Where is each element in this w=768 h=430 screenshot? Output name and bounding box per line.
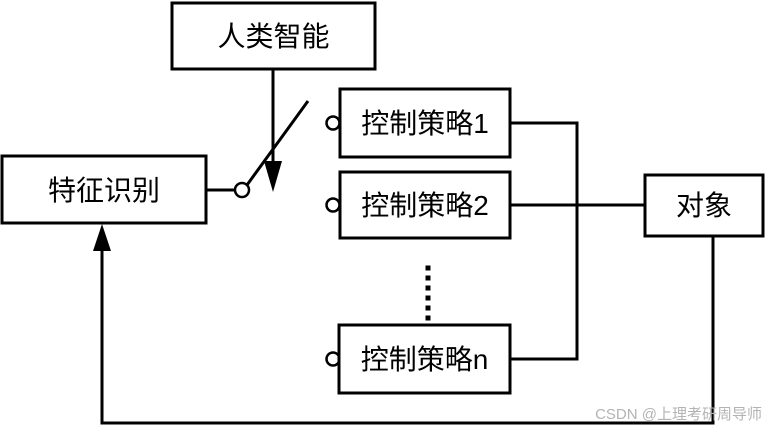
node-object-label: 对象 [676,190,732,221]
node-strategy-1-label: 控制策略1 [361,108,489,139]
node-human-intelligence-box [170,1,377,71]
node-strategy-2-label: 控制策略2 [361,190,489,221]
contact-strategy-2 [325,197,341,213]
node-strategy-n-box [337,323,512,395]
node-strategy-n-label: 控制策略n [361,344,489,375]
node-human-intelligence-label: 人类智能 [217,21,329,52]
node-object: 对象 [643,173,765,238]
csdn-watermark: CSDN @上理考研周导师 [595,406,762,423]
switch-blade [245,100,310,186]
node-object-box [643,173,765,238]
ellipsis-dot [425,295,431,301]
node-strategy-n: 控制策略n [337,323,512,395]
ellipsis-dot [425,315,431,321]
edge-feedback-loop [100,236,715,425]
node-strategy-2-box [338,170,512,240]
ellipsis-dot [425,305,431,311]
arrowhead-up-icon [93,224,111,251]
node-feature-recognition-box [0,154,208,225]
switch-pivot-contact [233,181,251,199]
edge-strategy-collector [510,121,579,361]
node-feature-recognition: 特征识别 [0,154,208,225]
ellipsis-dot [425,265,431,271]
node-feature-recognition-label: 特征识别 [48,175,160,206]
node-human-intelligence: 人类智能 [170,1,377,71]
node-strategy-1: 控制策略1 [338,87,512,159]
ellipsis-dot [425,275,431,281]
ellipsis-dots [425,265,431,321]
ellipsis-dot [425,285,431,291]
node-strategy-1-box [338,87,512,159]
contact-strategy-1 [325,115,341,131]
arrowhead-down-icon [264,161,282,192]
node-strategy-2: 控制策略2 [338,170,512,240]
